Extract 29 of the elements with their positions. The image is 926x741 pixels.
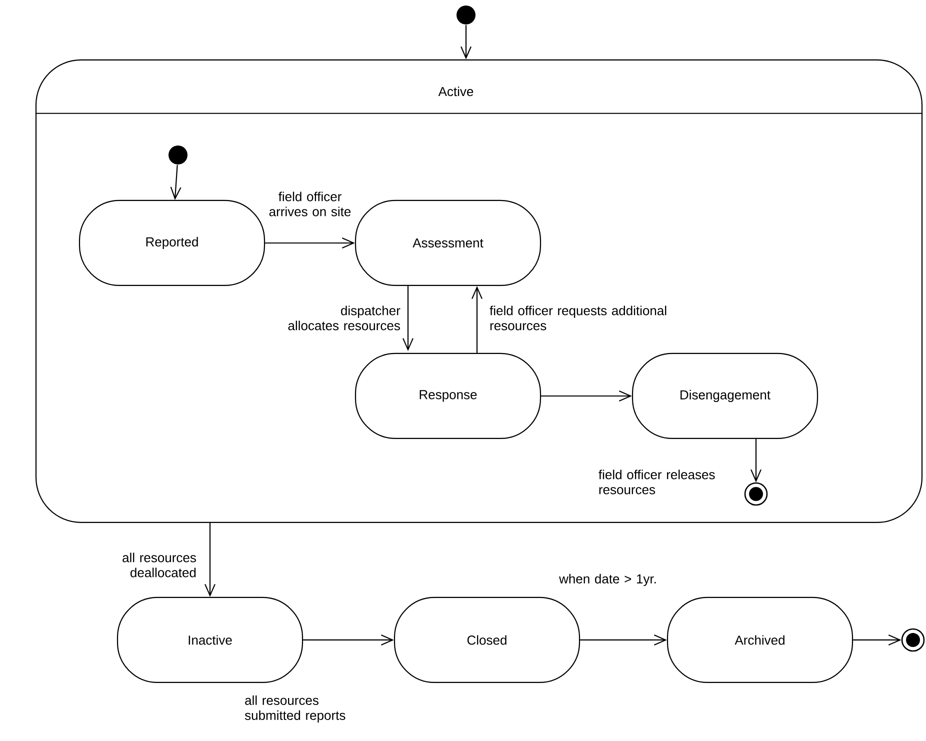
state-box: Inactive: [116, 596, 304, 684]
arrow: [265, 238, 355, 248]
edge-label: field officer releases resources: [598, 470, 715, 494]
edge-label: dispatcher allocates resources: [288, 306, 400, 330]
arrow: [460, 25, 472, 60]
arrow: [472, 286, 482, 353]
final-state: [901, 628, 925, 652]
arrow: [402, 286, 414, 352]
state-box: Response: [354, 352, 542, 440]
edge-label: field officer arrives on site: [269, 192, 351, 216]
final-state: [744, 482, 768, 506]
state-box: Disengagement: [632, 352, 818, 440]
initial-dot: [456, 6, 476, 24]
initial-dot: [168, 145, 188, 164]
arrow: [580, 634, 667, 646]
state-box: Closed: [394, 596, 580, 684]
arrow: [853, 634, 902, 646]
state-box: Archived: [666, 596, 854, 684]
edge-label: when date > 1yr.: [559, 574, 656, 586]
state-box: Assessment: [354, 200, 542, 286]
arrow: [541, 390, 632, 402]
arrow: [750, 439, 762, 482]
arrow: [303, 634, 394, 646]
edge-label: all resources deallocated: [122, 552, 196, 578]
edge-label: all resources submitted reports: [244, 695, 346, 723]
edge-label: field officer requests additional resources: [490, 306, 666, 330]
state-box: Reported: [78, 200, 266, 286]
arrow: [204, 522, 216, 597]
arrow: [170, 164, 182, 200]
